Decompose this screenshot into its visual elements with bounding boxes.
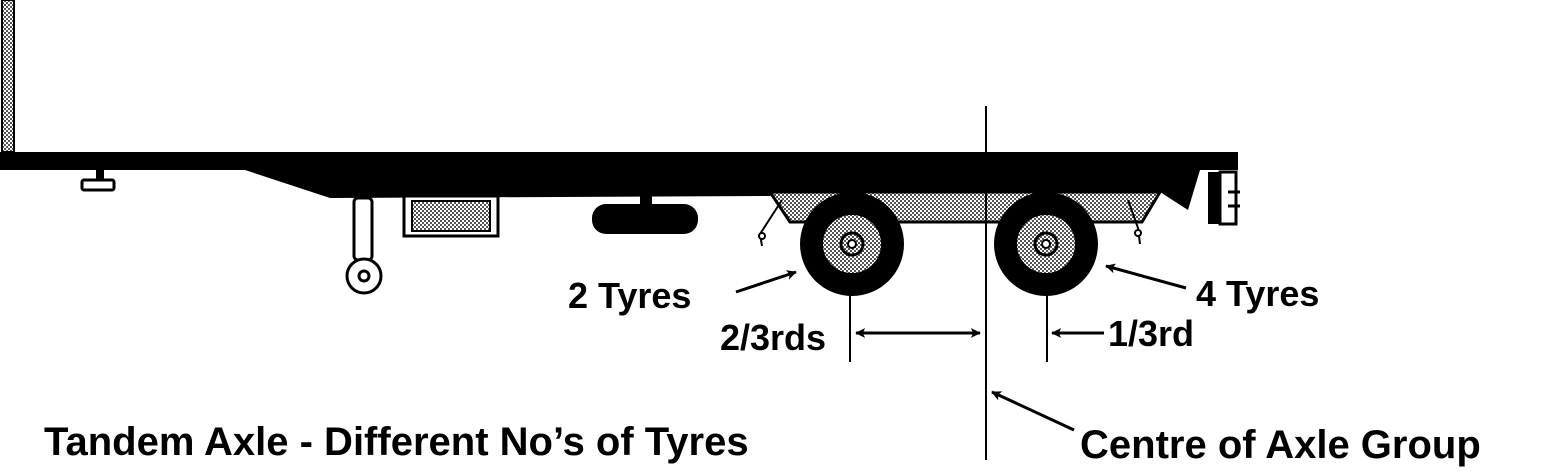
- trailer-deck: [0, 152, 1238, 210]
- toolbox: [402, 194, 500, 238]
- landing-leg: [345, 196, 383, 295]
- trailer-headboard: [1, 0, 15, 153]
- rear-tyres-arrow: [1105, 263, 1187, 290]
- rear-axle-wheel: [994, 192, 1098, 296]
- front-tyres-label: 2 Tyres: [568, 275, 691, 316]
- spare-wheel: [592, 196, 698, 234]
- rear-bumper: [1208, 172, 1220, 224]
- diagram-caption: Tandem Axle - Different No’s of Tyres: [44, 420, 749, 464]
- front-axle-wheel: [800, 192, 904, 296]
- rear-mudflap-hanger: [1127, 199, 1141, 245]
- front-tyres-arrow: [735, 270, 797, 294]
- centre-label-arrow: [991, 390, 1075, 432]
- rear-distance-label: 1/3rd: [1108, 313, 1194, 354]
- centre-of-axle-group-label: Centre of Axle Group: [1080, 423, 1481, 467]
- front-distance-label: 2/3rds: [720, 317, 826, 358]
- rear-light: [1218, 170, 1238, 226]
- rear-tyres-label: 4 Tyres: [1196, 273, 1319, 314]
- king-pin: [96, 170, 104, 180]
